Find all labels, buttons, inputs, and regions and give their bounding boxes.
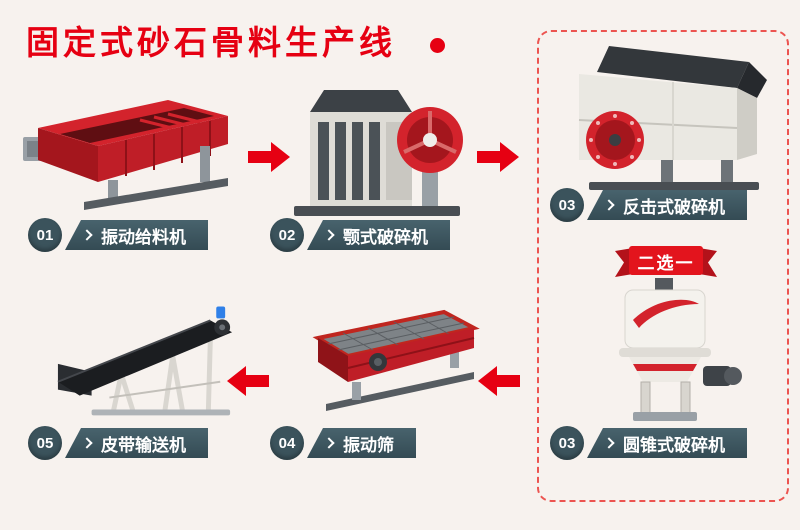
step-name: 振动筛 — [343, 435, 394, 455]
jaw-crusher-image — [288, 78, 468, 220]
flow-arrow-left-1-icon — [478, 364, 520, 398]
step-name: 振动给料机 — [101, 227, 186, 247]
step-name-banner: 振动给料机 — [65, 220, 208, 250]
step-number-badge: 04 — [270, 426, 304, 460]
chevron-right-icon — [603, 199, 615, 211]
step-label-belt-conveyor: 05 皮带输送机 — [28, 426, 208, 460]
chevron-right-icon — [603, 437, 615, 449]
flow-arrow-right-1-icon — [248, 140, 290, 174]
step-label-vibrating-screen: 04 振动筛 — [270, 426, 416, 460]
choose-one-label: 二选一 — [637, 253, 695, 273]
page-title: 固定式砂石骨料生产线 — [26, 26, 396, 62]
step-name-banner: 圆锥式破碎机 — [587, 428, 747, 458]
step-label-cone-crusher: 03 圆锥式破碎机 — [550, 426, 747, 460]
flow-arrow-left-2-icon — [227, 364, 269, 398]
choose-one-group-box — [537, 30, 789, 502]
step-label-impact-crusher: 03 反击式破碎机 — [550, 188, 747, 222]
flow-arrow-right-2-icon — [477, 140, 519, 174]
step-label-vibrating-feeder: 01 振动给料机 — [28, 218, 208, 252]
chevron-right-icon — [323, 229, 335, 241]
step-name-banner: 颚式破碎机 — [307, 220, 450, 250]
step-label-jaw-crusher: 02 颚式破碎机 — [270, 218, 450, 252]
impact-crusher-image — [553, 40, 778, 192]
chevron-right-icon — [81, 229, 93, 241]
step-name-banner: 皮带输送机 — [65, 428, 208, 458]
step-name: 圆锥式破碎机 — [623, 435, 725, 455]
belt-conveyor-image — [52, 294, 240, 422]
title-dot-icon — [430, 38, 445, 53]
step-number-badge: 03 — [550, 188, 584, 222]
choose-one-ribbon: 二选一 — [615, 244, 717, 278]
cone-crusher-image — [595, 276, 745, 428]
step-name-banner: 振动筛 — [307, 428, 416, 458]
step-name-banner: 反击式破碎机 — [587, 190, 747, 220]
step-number-badge: 01 — [28, 218, 62, 252]
step-number-badge: 02 — [270, 218, 304, 252]
step-name: 颚式破碎机 — [343, 227, 428, 247]
step-number-badge: 03 — [550, 426, 584, 460]
vibrating-feeder-image — [22, 90, 237, 215]
chevron-right-icon — [81, 437, 93, 449]
step-name: 反击式破碎机 — [623, 197, 725, 217]
step-number-badge: 05 — [28, 426, 62, 460]
step-name: 皮带输送机 — [101, 435, 186, 455]
vibrating-screen-image — [292, 302, 482, 424]
chevron-right-icon — [323, 437, 335, 449]
